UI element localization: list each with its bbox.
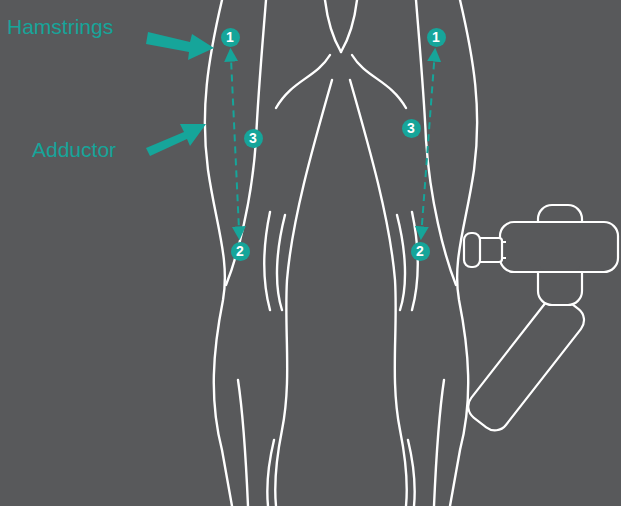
- dashed-arrow: [231, 50, 240, 237]
- muscle-label: Hamstrings: [7, 16, 113, 37]
- callout-number: 2: [416, 244, 424, 258]
- callout-circle: 2: [231, 242, 250, 261]
- muscle-label: Adductor: [32, 139, 116, 160]
- callout-circle: 1: [427, 28, 446, 47]
- callout-number: 1: [432, 30, 440, 44]
- callout-number: 3: [249, 131, 257, 145]
- callout-number: 2: [236, 244, 244, 258]
- dashed-arrow: [421, 50, 435, 237]
- callout-circle: 3: [244, 129, 263, 148]
- callout-circle: 2: [411, 242, 430, 261]
- callout-circle: 1: [221, 28, 240, 47]
- callout-number: 3: [407, 121, 415, 135]
- callout-circle: 3: [402, 119, 421, 138]
- callout-number: 1: [226, 30, 234, 44]
